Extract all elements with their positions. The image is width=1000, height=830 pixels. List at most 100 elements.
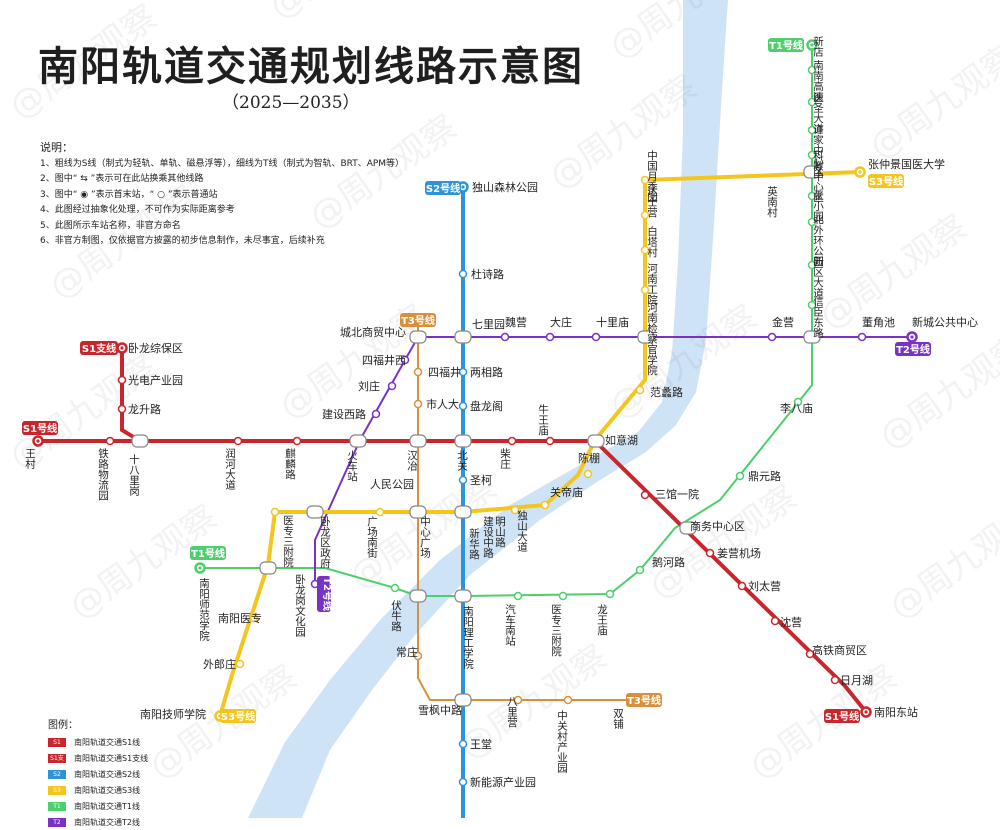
badge-s2[interactable]: S2号线 xyxy=(425,181,461,195)
station-s3[interactable] xyxy=(640,285,650,295)
station-t1[interactable] xyxy=(513,591,523,601)
badge-s1-east[interactable]: S1号线 xyxy=(824,709,860,723)
station-label-s3: 南阳技师学院 xyxy=(140,707,206,721)
station-t3[interactable] xyxy=(513,695,523,705)
station-t1[interactable] xyxy=(605,589,615,599)
station-t3[interactable] xyxy=(413,367,423,377)
station-s2[interactable] xyxy=(458,269,468,279)
terminal-station-dot xyxy=(461,185,465,189)
station-s1[interactable] xyxy=(545,436,555,446)
line-t3 xyxy=(417,321,640,701)
station-s1[interactable] xyxy=(805,649,815,659)
interchange-zhongxin-guangchang[interactable] xyxy=(409,505,427,519)
badge-t1-west[interactable]: T1号线 xyxy=(190,546,226,560)
interchange-ruyihu[interactable] xyxy=(587,434,605,448)
interchange-yizhuan[interactable] xyxy=(259,561,277,575)
badge-s1-branch[interactable]: S1支线 xyxy=(80,341,118,355)
badge-s3-sw[interactable]: S3号线 xyxy=(220,709,256,723)
station-t2[interactable] xyxy=(371,409,381,419)
interchange-ligong[interactable] xyxy=(454,589,472,603)
interchange-qiliyuan[interactable] xyxy=(454,330,472,344)
station-t1[interactable] xyxy=(807,260,817,270)
station-t2[interactable] xyxy=(500,332,510,342)
station-t1[interactable] xyxy=(793,397,803,407)
station-s1[interactable] xyxy=(830,675,840,685)
badge-t3-north[interactable]: T3号线 xyxy=(400,313,436,327)
interchange-chengbei[interactable] xyxy=(409,330,427,344)
station-t1[interactable] xyxy=(735,471,745,481)
station-t2[interactable] xyxy=(857,332,867,342)
station-s1_branch[interactable] xyxy=(117,375,127,385)
station-label-s1: 王村 xyxy=(24,448,36,469)
interchange-xinchen[interactable] xyxy=(803,330,821,344)
station-s1[interactable] xyxy=(640,490,650,500)
station-t1[interactable] xyxy=(558,591,568,601)
station-t1[interactable] xyxy=(635,565,645,575)
station-t3[interactable] xyxy=(413,399,423,409)
station-s3[interactable] xyxy=(270,507,280,517)
station-label-s3: 外郎庄 xyxy=(203,657,236,671)
station-s3[interactable] xyxy=(375,507,385,517)
station-t2[interactable] xyxy=(387,381,397,391)
badge-s3-ne[interactable]: S3号线 xyxy=(868,174,904,188)
station-s3[interactable] xyxy=(640,210,650,220)
station-s3[interactable] xyxy=(540,500,550,510)
station-t3[interactable] xyxy=(413,651,423,661)
station-s3[interactable] xyxy=(235,659,245,669)
interchange-beiguan[interactable] xyxy=(454,434,472,448)
interchange-hanye[interactable] xyxy=(409,434,427,448)
station-s3[interactable] xyxy=(635,385,645,395)
station-s1[interactable] xyxy=(233,436,243,446)
badge-s1-west[interactable]: S1号线 xyxy=(22,421,58,435)
station-t1[interactable] xyxy=(807,65,817,75)
station-t3[interactable] xyxy=(563,695,573,705)
station-s3[interactable] xyxy=(249,613,259,623)
station-s1[interactable] xyxy=(507,436,517,446)
station-s1[interactable] xyxy=(292,436,302,446)
station-s1[interactable] xyxy=(770,616,780,626)
station-s1_branch[interactable] xyxy=(117,404,127,414)
badge-t3-east[interactable]: T3号线 xyxy=(626,693,662,707)
station-t1[interactable] xyxy=(807,97,817,107)
interchange-yingnan[interactable] xyxy=(803,165,821,179)
note-item: 1、粗线为S线（制式为轻轨、单轨、磁悬浮等），细线为T线（制式为智轨、BRT、A… xyxy=(40,158,405,169)
interchange-xuefeng[interactable] xyxy=(454,693,472,707)
station-label-s3: 河南检察官学院 xyxy=(646,302,658,376)
station-t1[interactable] xyxy=(807,217,817,227)
station-s3[interactable] xyxy=(510,505,520,515)
station-label-t3: 常庄 xyxy=(396,645,418,659)
station-t1[interactable] xyxy=(807,300,817,310)
station-t2[interactable] xyxy=(591,332,601,342)
interchange-wolongqu[interactable] xyxy=(306,505,324,519)
station-label-s3: 建设中路 xyxy=(482,515,494,559)
station-s2[interactable] xyxy=(458,401,468,411)
station-t2[interactable] xyxy=(545,332,555,342)
station-s3[interactable] xyxy=(583,469,593,479)
station-s1[interactable] xyxy=(737,581,747,591)
interchange-funiu[interactable] xyxy=(409,589,427,603)
station-t2[interactable] xyxy=(400,355,410,365)
station-s2[interactable] xyxy=(458,777,468,787)
badge-t2-south[interactable]: T2号线 xyxy=(317,576,334,612)
interchange-huochezhan[interactable] xyxy=(349,434,367,448)
badge-t2-east[interactable]: T2号线 xyxy=(895,342,931,356)
interchange-shangwu[interactable] xyxy=(679,521,697,535)
terminal-station-dot xyxy=(910,335,914,339)
line-t2 xyxy=(314,336,912,584)
station-t2[interactable] xyxy=(767,332,777,342)
interchange-shibaligang[interactable] xyxy=(131,434,149,448)
station-s2[interactable] xyxy=(458,367,468,377)
station-s3[interactable] xyxy=(640,245,650,255)
interchange-henan-jianchaguan[interactable] xyxy=(637,330,655,344)
station-s3[interactable] xyxy=(640,175,650,185)
station-s1[interactable] xyxy=(705,548,715,558)
interchange-s2-s3[interactable] xyxy=(454,505,472,519)
station-s2[interactable] xyxy=(458,475,468,485)
station-t1[interactable] xyxy=(807,125,817,135)
station-s2[interactable] xyxy=(458,739,468,749)
station-s1[interactable] xyxy=(105,436,115,446)
badge-t1-north[interactable]: T1号线 xyxy=(768,38,804,52)
station-t1[interactable] xyxy=(807,150,817,160)
station-t1[interactable] xyxy=(390,583,400,593)
station-t1[interactable] xyxy=(807,191,817,201)
